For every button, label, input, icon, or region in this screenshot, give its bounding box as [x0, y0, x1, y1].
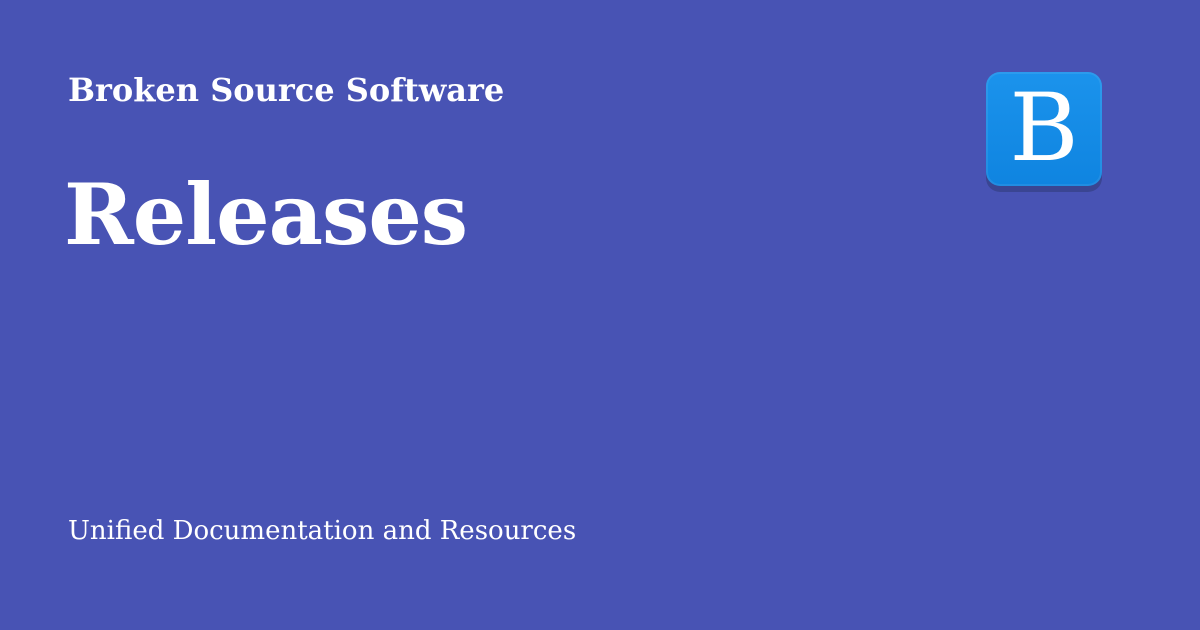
site-logo: B	[986, 72, 1102, 192]
site-name: Broken Source Software	[68, 71, 505, 109]
letter-b-logo-icon: B	[986, 72, 1102, 186]
tagline: Unified Documentation and Resources	[68, 516, 577, 546]
logo-letter: B	[1009, 74, 1079, 183]
page-title: Releases	[64, 165, 468, 264]
